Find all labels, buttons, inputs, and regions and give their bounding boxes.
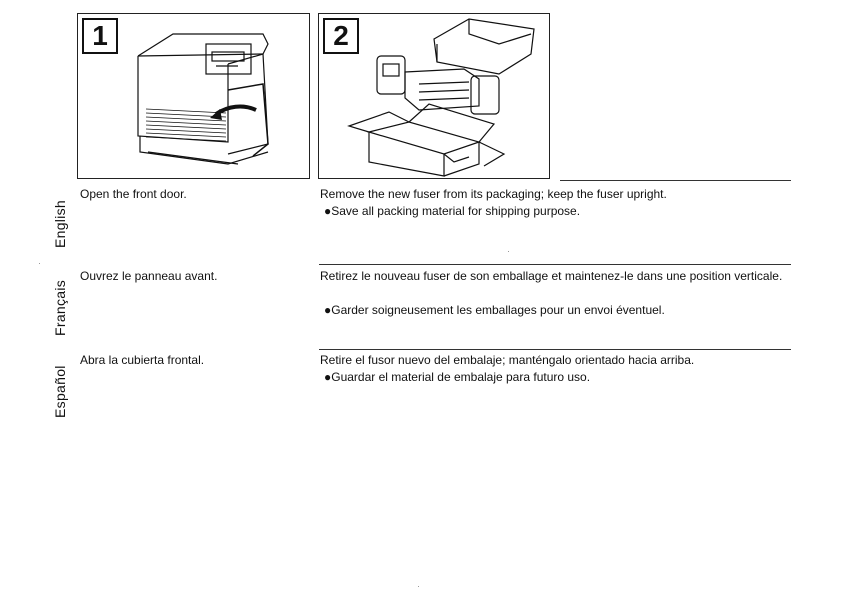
step-1-panel: 1 xyxy=(77,13,310,179)
french-step-2-text: Retirez le nouveau fuser de son emballag… xyxy=(320,269,783,283)
fuser-unpacking-illustration xyxy=(347,18,535,177)
step-2-panel: 2 xyxy=(318,13,550,179)
separator-line-top xyxy=(560,180,791,181)
step-1-number: 1 xyxy=(82,18,118,54)
open-door-arrow-icon xyxy=(210,104,257,120)
spanish-step-2-text: Retire el fusor nuevo del embalaje; mant… xyxy=(320,353,695,367)
print-speck xyxy=(39,263,40,264)
english-step-2-note: ●Save all packing material for shipping … xyxy=(324,204,581,218)
french-step-1-text: Ouvrez le panneau avant. xyxy=(80,269,218,283)
english-step-2-text: Remove the new fuser from its packaging;… xyxy=(320,187,667,201)
printer-front-door-illustration xyxy=(137,33,269,165)
step-2-number: 2 xyxy=(323,18,359,54)
print-speck xyxy=(418,586,419,587)
language-label-french: Français xyxy=(52,279,68,336)
language-label-spanish: Español xyxy=(52,365,68,418)
spanish-step-1-text: Abra la cubierta frontal. xyxy=(80,353,205,367)
spanish-step-2-note: ●Guardar el material de embalaje para fu… xyxy=(324,370,591,384)
language-label-english: English xyxy=(52,199,68,248)
french-step-2-note: ●Garder soigneusement les emballages pou… xyxy=(324,303,665,317)
english-step-1-text: Open the front door. xyxy=(80,187,187,201)
print-speck xyxy=(508,251,509,252)
separator-line-spanish xyxy=(319,349,791,350)
separator-line-french xyxy=(319,264,791,265)
